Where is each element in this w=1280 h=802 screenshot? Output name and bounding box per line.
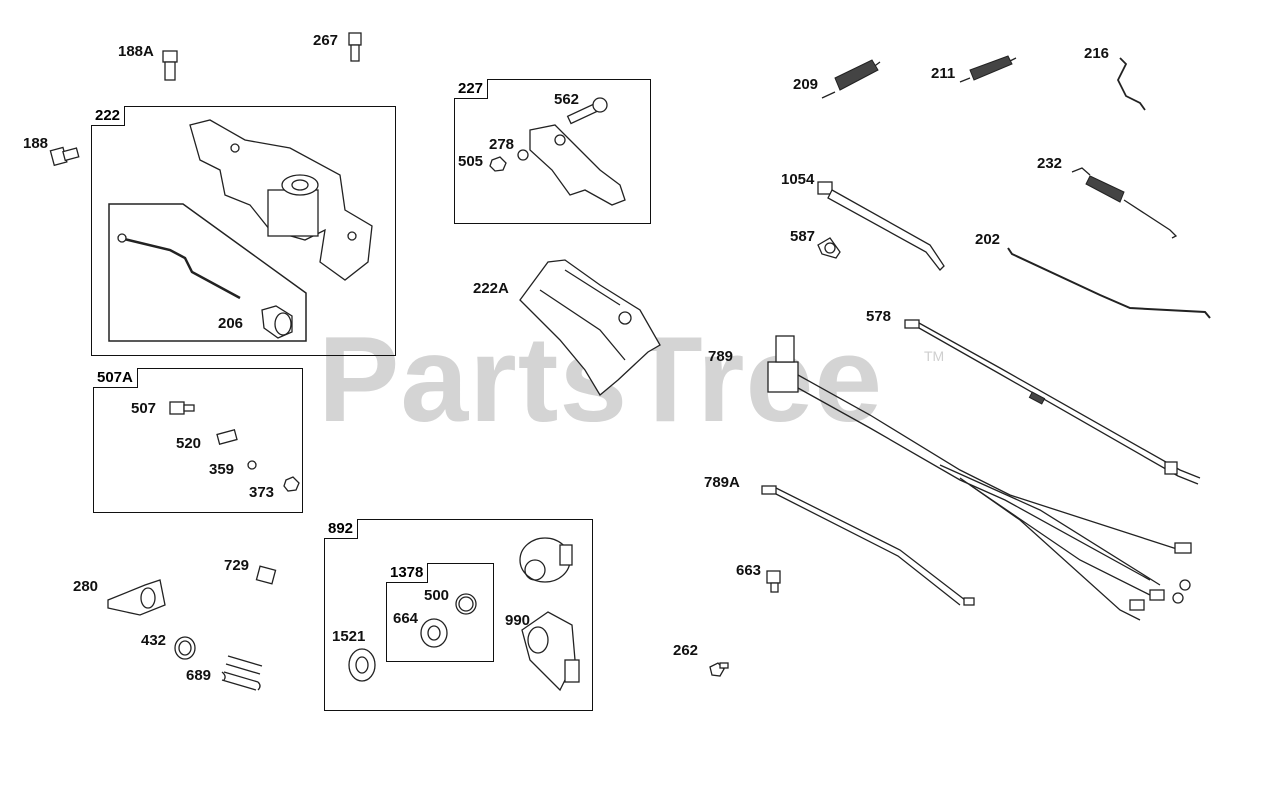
part-267[interactable] [348, 32, 362, 62]
part-892-switch[interactable] [519, 537, 573, 583]
part-227-bracket[interactable] [529, 124, 626, 206]
part-500[interactable] [455, 593, 477, 615]
part-990[interactable] [521, 611, 580, 692]
part-label-789A: 789A [704, 474, 740, 491]
group-box-507A[interactable]: 507A [93, 368, 303, 513]
part-label-373: 373 [249, 484, 275, 501]
part-789A[interactable] [761, 485, 975, 606]
part-520[interactable] [216, 429, 238, 445]
group-tag-892: 892 [324, 519, 359, 539]
part-505 [489, 156, 507, 172]
part-222-bracket[interactable] [189, 119, 373, 281]
part-202 [1007, 247, 1211, 319]
part-label-1521: 1521 [332, 628, 366, 645]
part-label-359: 359 [209, 461, 235, 478]
watermark-trademark: TM [924, 348, 945, 364]
part-label-990: 990 [505, 612, 531, 629]
part-label-789: 789 [708, 348, 734, 365]
group-box-227[interactable]: 227 [454, 79, 651, 224]
part-789[interactable] [767, 335, 1192, 621]
part-663[interactable] [766, 570, 781, 593]
part-208-rod [119, 236, 241, 300]
part-label-500: 500 [424, 587, 450, 604]
part-188[interactable] [49, 146, 80, 167]
part-280[interactable] [107, 579, 166, 616]
part-507[interactable] [169, 401, 195, 415]
part-206[interactable] [261, 305, 293, 339]
part-label-729: 729 [224, 557, 250, 574]
part-label-664: 664 [393, 610, 419, 627]
group-box-1378[interactable]: 1378 [386, 563, 494, 662]
part-587[interactable] [817, 237, 841, 259]
part-209[interactable] [821, 59, 881, 99]
part-578[interactable] [904, 319, 1201, 485]
part-label-280: 280 [73, 578, 99, 595]
group-tag-227: 227 [454, 79, 489, 99]
part-label-1054: 1054 [781, 171, 815, 188]
part-216 [1116, 57, 1146, 111]
part-label-587: 587 [790, 228, 816, 245]
group-box-222[interactable]: 222 [91, 106, 396, 356]
group-tag-1378: 1378 [386, 563, 429, 583]
part-label-505: 505 [458, 153, 484, 170]
part-label-507: 507 [131, 400, 157, 417]
part-label-278: 278 [489, 136, 515, 153]
part-label-188A: 188A [118, 43, 154, 60]
group-tag-222: 222 [91, 106, 126, 126]
part-689[interactable] [221, 655, 263, 691]
part-label-562: 562 [554, 91, 580, 108]
part-label-432: 432 [141, 632, 167, 649]
part-label-578: 578 [866, 308, 892, 325]
part-373 [283, 476, 300, 492]
part-1521[interactable] [348, 648, 376, 682]
part-label-232: 232 [1037, 155, 1063, 172]
part-label-689: 689 [186, 667, 212, 684]
group-box-208 [108, 203, 307, 342]
part-label-262: 262 [673, 642, 699, 659]
part-label-663: 663 [736, 562, 762, 579]
part-label-211: 211 [931, 65, 956, 82]
part-562[interactable] [566, 97, 608, 125]
part-label-520: 520 [176, 435, 202, 452]
part-label-188: 188 [23, 135, 49, 152]
part-label-267: 267 [313, 32, 339, 49]
part-211[interactable] [959, 55, 1017, 83]
group-tag-507A: 507A [93, 368, 138, 388]
part-432[interactable] [174, 636, 196, 660]
part-label-206: 206 [218, 315, 244, 332]
part-729[interactable] [255, 565, 277, 585]
group-box-892[interactable]: 892 [324, 519, 593, 711]
part-1054[interactable] [817, 181, 945, 271]
part-359 [247, 460, 257, 470]
part-664[interactable] [420, 618, 448, 648]
part-232[interactable] [1071, 167, 1178, 239]
part-label-209: 209 [793, 76, 819, 93]
part-222A[interactable] [519, 259, 661, 396]
part-label-216: 216 [1084, 45, 1110, 62]
part-262[interactable] [709, 662, 729, 677]
part-278 [517, 149, 529, 161]
part-188A[interactable] [162, 50, 178, 81]
part-label-222A: 222A [473, 280, 509, 297]
part-label-202: 202 [975, 231, 1001, 248]
